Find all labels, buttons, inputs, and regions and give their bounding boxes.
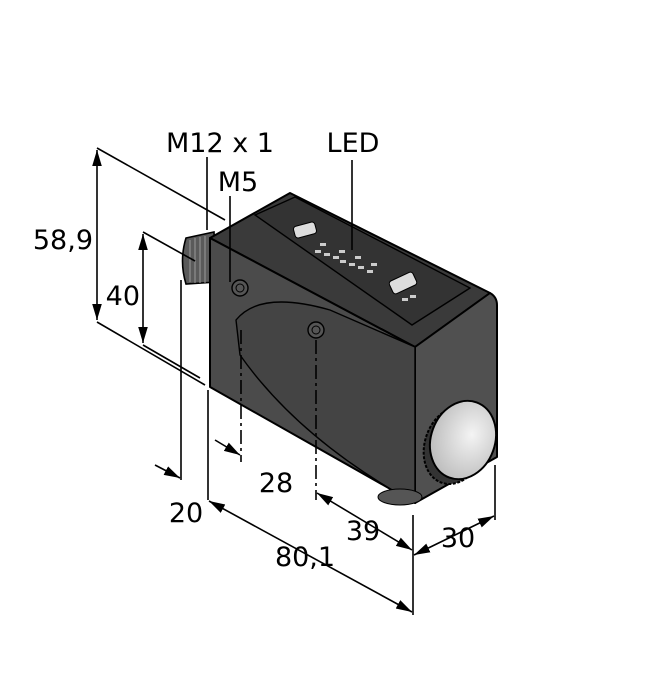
label-mount-offset: 28 <box>259 468 293 499</box>
led-indicators <box>315 243 416 301</box>
mount-hole-1 <box>231 279 249 297</box>
sensor-body <box>209 192 498 506</box>
mount-hole-2 <box>307 321 325 339</box>
label-height-mount: 40 <box>106 281 140 312</box>
label-led: LED <box>327 128 380 159</box>
label-connector-offset: 20 <box>169 498 203 529</box>
label-width: 30 <box>441 523 475 554</box>
teach-button-2 <box>388 271 418 295</box>
m12-connector <box>181 231 217 285</box>
bottom-connector <box>377 488 423 506</box>
label-mount-spacing: 39 <box>346 516 380 547</box>
lens <box>422 399 498 485</box>
label-length-total: 80,1 <box>275 542 335 573</box>
label-thread: M12 x 1 <box>166 128 274 159</box>
label-height-total: 58,9 <box>33 225 93 256</box>
dimension-lines <box>92 147 496 615</box>
teach-button-1 <box>292 221 318 239</box>
label-mount-thread: M5 <box>218 167 258 198</box>
